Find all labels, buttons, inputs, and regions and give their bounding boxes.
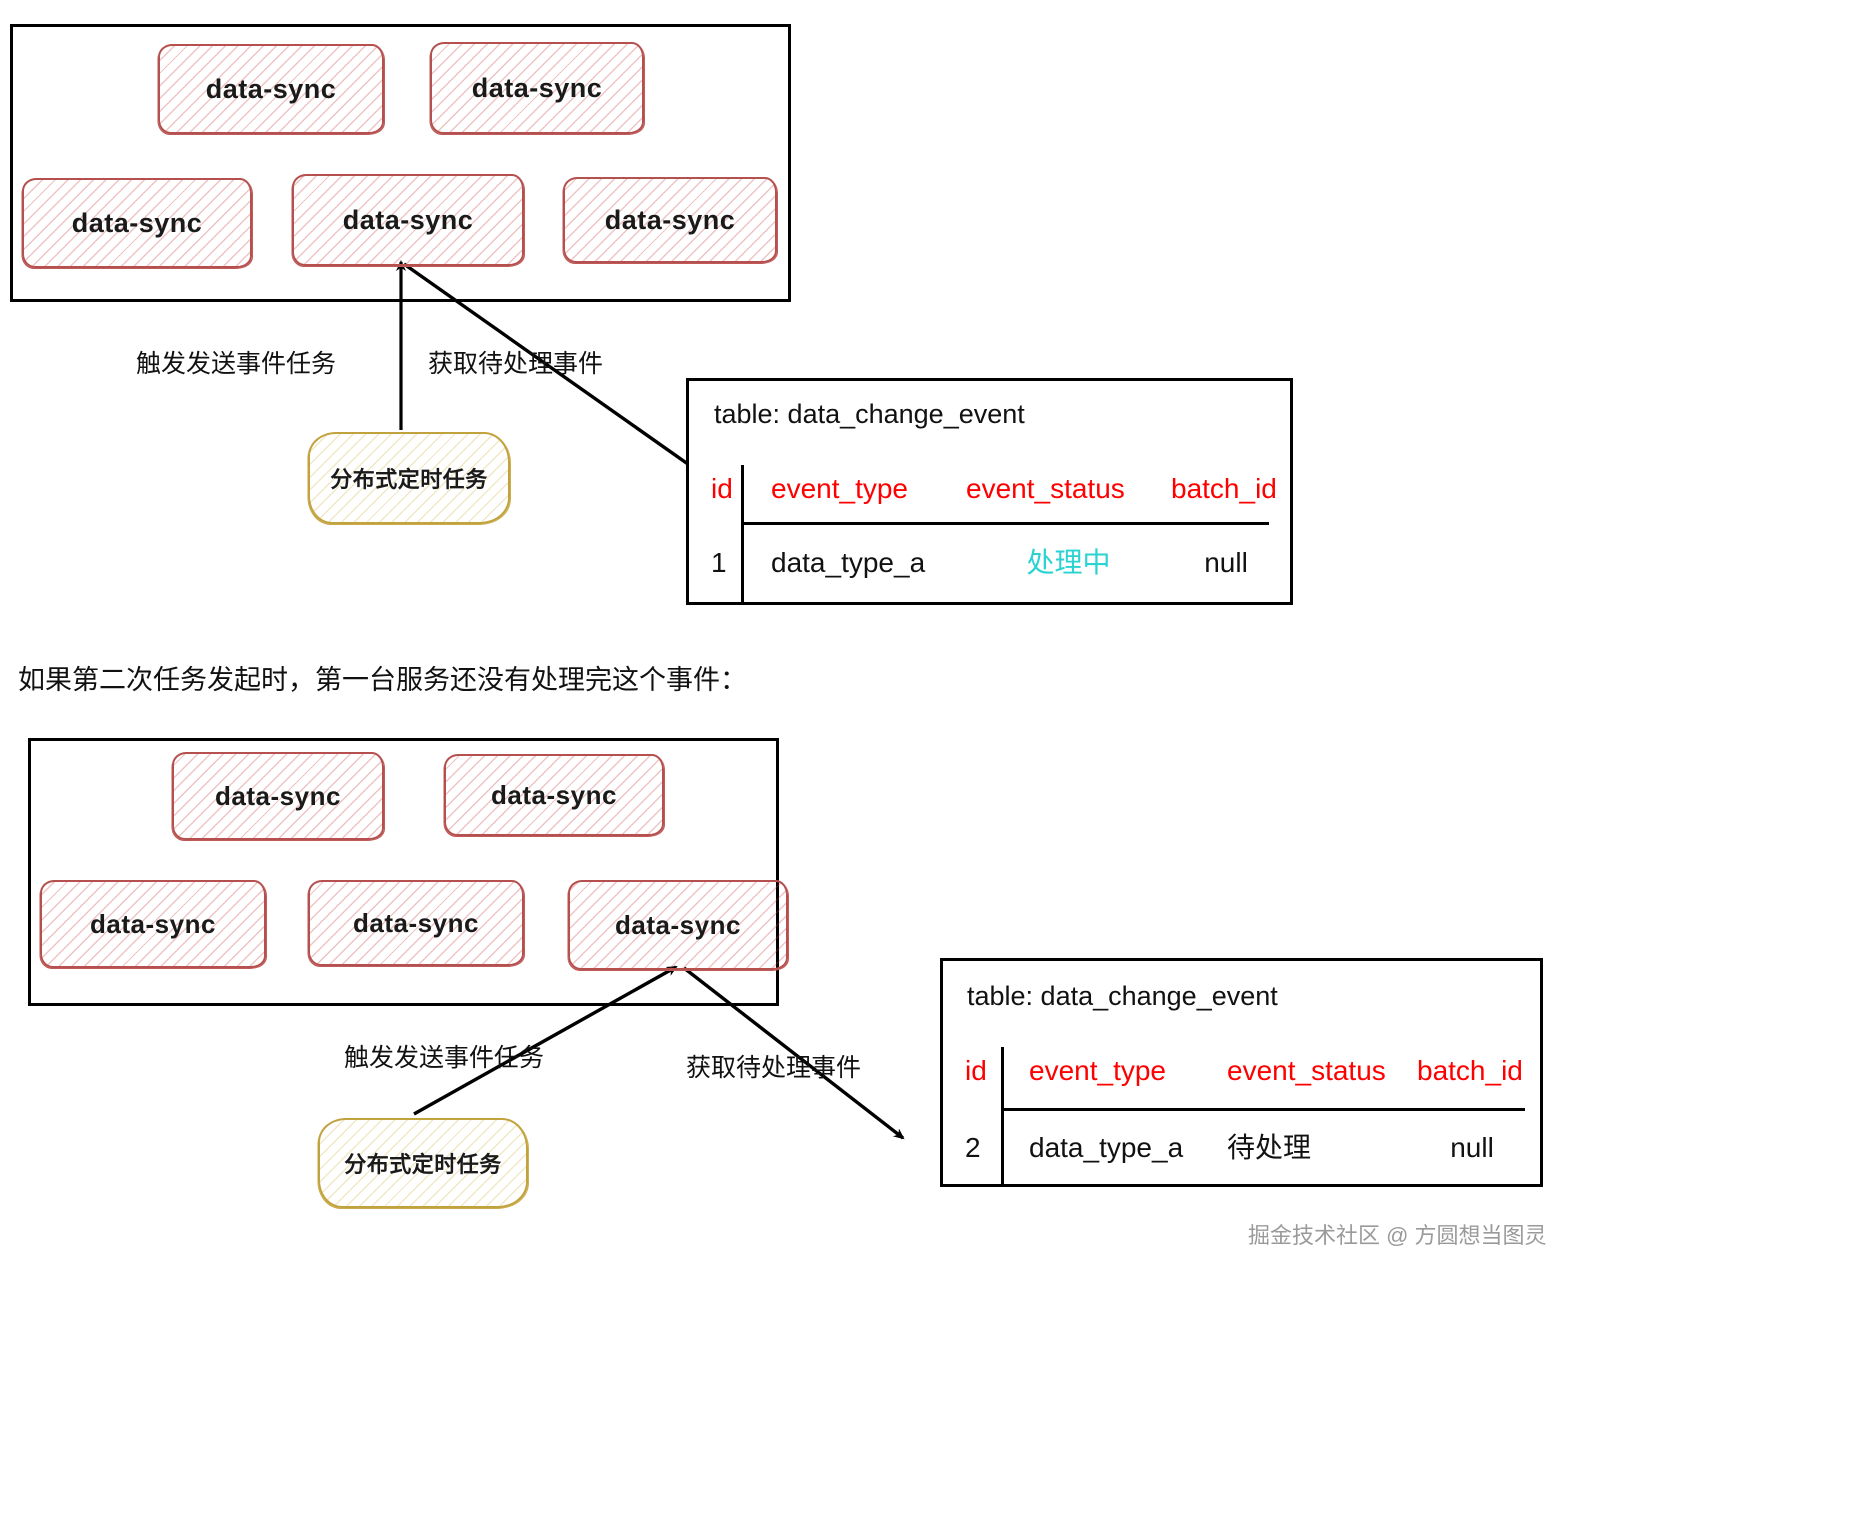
cell-batch-id: null — [1204, 547, 1248, 578]
table-col-id: id — [965, 1055, 987, 1086]
cell-batch-id: null — [1450, 1132, 1494, 1163]
table-col-event-status: event_status — [966, 473, 1125, 504]
cell-event-status: 处理中 — [1026, 547, 1111, 578]
table-column-divider — [741, 465, 744, 602]
edge-label-fetch-1: 获取待处理事件 — [428, 350, 604, 378]
event-table-2: table: data_change_event id event_type e… — [940, 958, 1543, 1187]
table-row: 1 data_type_a 处理中 null — [711, 541, 1281, 581]
service-node-label: data-sync — [215, 780, 341, 811]
cell-id: 2 — [965, 1132, 981, 1163]
service-node-label: data-sync — [205, 73, 337, 104]
service-node-label: data-sync — [342, 204, 474, 235]
table-header-rule — [1004, 1108, 1525, 1111]
service-node-1-5[interactable]: data-sync — [563, 177, 777, 263]
table-title: table: data_change_event — [967, 981, 1278, 1011]
service-node-label: data-sync — [71, 207, 203, 238]
edge-label-trigger-1: 触发发送事件任务 — [136, 350, 337, 378]
service-node-label: data-sync — [471, 72, 603, 103]
table-header-rule — [744, 522, 1269, 525]
watermark: 掘金技术社区 @ 方圆想当图灵 — [1248, 1223, 1547, 1248]
table-col-event-type: event_type — [771, 473, 908, 504]
timer-node-label: 分布式定时任务 — [330, 467, 488, 492]
section-note: 如果第二次任务发起时，第一台服务还没有处理完这个事件： — [18, 665, 747, 695]
timer-node-1[interactable]: 分布式定时任务 — [308, 432, 510, 524]
cell-event-type: data_type_a — [1029, 1132, 1184, 1163]
cell-event-type: data_type_a — [771, 547, 926, 578]
table-col-batch-id: batch_id — [1417, 1055, 1523, 1086]
service-node-label: data-sync — [353, 907, 479, 938]
service-node-1-1[interactable]: data-sync — [158, 44, 384, 134]
service-node-1-3[interactable]: data-sync — [22, 178, 252, 268]
service-node-2-1[interactable]: data-sync — [172, 752, 384, 840]
service-node-2-5[interactable]: data-sync — [568, 880, 788, 970]
table-col-id: id — [711, 473, 733, 504]
service-node-2-4[interactable]: data-sync — [308, 880, 524, 966]
edge-label-fetch-2: 获取待处理事件 — [686, 1054, 862, 1082]
table-row: 2 data_type_a 待处理 null — [965, 1126, 1527, 1166]
service-node-label: data-sync — [604, 204, 736, 235]
service-node-1-2[interactable]: data-sync — [430, 42, 644, 134]
service-node-label: data-sync — [491, 779, 617, 810]
service-node-label: data-sync — [615, 909, 741, 940]
service-node-2-2[interactable]: data-sync — [444, 754, 664, 836]
service-node-2-3[interactable]: data-sync — [40, 880, 266, 968]
table-column-divider — [1001, 1047, 1004, 1185]
table-col-batch-id: batch_id — [1171, 473, 1277, 504]
edge-label-trigger-2: 触发发送事件任务 — [344, 1044, 545, 1072]
table-title: table: data_change_event — [714, 399, 1025, 429]
table-col-event-type: event_type — [1029, 1055, 1166, 1086]
timer-node-label: 分布式定时任务 — [344, 1152, 502, 1177]
service-cluster-frame-2 — [28, 738, 779, 1006]
timer-node-2[interactable]: 分布式定时任务 — [318, 1118, 528, 1208]
service-node-label: data-sync — [90, 908, 216, 939]
table-col-event-status: event_status — [1227, 1055, 1386, 1086]
event-table-1: table: data_change_event id event_type e… — [686, 378, 1293, 605]
cell-id: 1 — [711, 547, 727, 578]
cell-event-status: 待处理 — [1227, 1132, 1312, 1163]
table-header-row: id event_type event_status batch_id — [711, 473, 1277, 505]
service-node-1-4[interactable]: data-sync — [292, 174, 524, 266]
table-header-row: id event_type event_status batch_id — [965, 1055, 1523, 1087]
